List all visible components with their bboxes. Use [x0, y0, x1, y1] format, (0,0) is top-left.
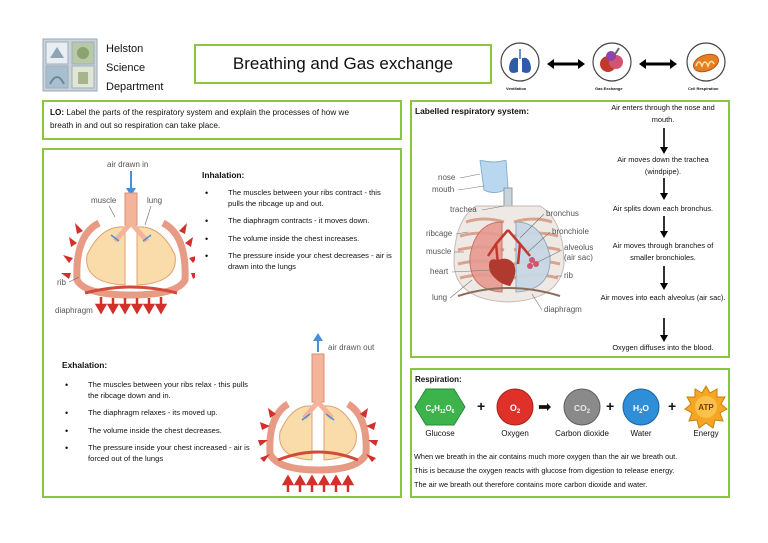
carbon-dioxide-label: Carbon dioxide [555, 429, 609, 438]
gas-exchange-label: Gas Exchange [595, 86, 623, 91]
inhalation-point-2: The diaphragm contracts - it moves down. [202, 216, 392, 227]
alveoli-icon [592, 42, 632, 82]
lo-text-1: Label the parts of the respiratory syste… [64, 108, 350, 117]
mitochondria-icon [686, 42, 726, 82]
plus-sign-3: + [668, 398, 677, 414]
inhalation-heading: Inhalation: [202, 170, 245, 180]
flow-step-4: Air moves through branches of smaller br… [612, 241, 714, 262]
respiration-text-3: The air we breath out therefore contains… [414, 480, 648, 489]
respiratory-system-box [410, 100, 730, 358]
inhalation-point-3: The volume inside the chest increases. [202, 234, 392, 245]
svg-text:C6H12O6: C6H12O6 [426, 404, 455, 415]
inhalation-air-label: air drawn in [107, 160, 148, 169]
plus-sign-2: + [606, 398, 615, 414]
label-heart: heart [430, 267, 449, 276]
water-label: Water [630, 429, 652, 438]
label-lung: lung [432, 293, 447, 302]
school-logo [42, 38, 98, 92]
inhalation-list: The muscles between your ribs contract -… [202, 188, 392, 279]
double-arrow-icon-2 [639, 56, 677, 74]
exhalation-point-4: The pressure inside your chest increased… [62, 443, 252, 464]
respiration-text-2: This is because the oxygen reacts with g… [414, 466, 675, 475]
label-rib: rib [564, 271, 573, 280]
svg-text:ATP: ATP [698, 403, 714, 412]
inhalation-point-1: The muscles between your ribs contract -… [202, 188, 392, 209]
lungs-icon [500, 42, 540, 82]
plus-sign-1: + [477, 398, 486, 414]
ventilation-label: Ventilation [506, 86, 527, 91]
inhalation-lung-label: lung [147, 196, 162, 205]
exhalation-point-2: The diaphragm relaxes - its moved up. [62, 408, 252, 419]
inhalation-rib-label: rib [57, 278, 66, 287]
department-name-1: Helston [106, 43, 144, 55]
oxygen-label: Oxygen [501, 429, 529, 438]
svg-text:H2O: H2O [633, 403, 649, 415]
label-trachea: trachea [450, 205, 477, 214]
exhalation-point-1: The muscles between your ribs relax - th… [62, 380, 252, 401]
respiration-box [410, 368, 730, 498]
down-arrow-icon [660, 128, 668, 159]
respiration-text-1: When we breath in the air contains much … [414, 452, 678, 461]
exhalation-point-3: The volume inside the chest decreases. [62, 426, 252, 437]
label-nose: nose [438, 173, 456, 182]
exhalation-diagram: air drawn out [258, 332, 398, 494]
page-title: Breathing and Gas exchange [232, 54, 454, 73]
down-arrow-icon [660, 318, 668, 347]
reaction-arrow: ➡ [538, 399, 552, 416]
down-arrow-icon [660, 178, 668, 205]
exhalation-air-label: air drawn out [328, 343, 375, 352]
energy-atp-icon: ATP [684, 384, 728, 434]
inhalation-diagram: air drawn in muscle lung rib [55, 155, 201, 315]
lo-prefix: LO: [50, 108, 65, 117]
exhalation-heading: Exhalation: [62, 360, 108, 370]
label-air-sac: (air sac) [564, 253, 593, 262]
svg-text:CO2: CO2 [574, 403, 591, 415]
energy-label: Energy [693, 429, 719, 438]
label-diaphragm: diaphragm [544, 305, 582, 314]
water-icon: H2O [622, 388, 660, 431]
respiration-explanation: When we breath in the air contains much … [414, 450, 726, 492]
inhalation-muscle-label: muscle [91, 196, 117, 205]
inhalation-diaphragm-label: diaphragm [55, 306, 93, 315]
flow-step-2: Air moves down the trachea (windpipe). [617, 155, 709, 176]
glucose-icon: C6H12O6 [414, 388, 466, 431]
respiration-heading: Respiration: [415, 375, 462, 384]
respiratory-system-diagram: nose mouth trachea ribcage muscle heart … [414, 159, 604, 320]
lo-text-2: breath in and out so respiration can tak… [50, 121, 221, 130]
label-alveolus: alveolus [564, 243, 593, 252]
flow-step-3: Air splits down each bronchus. [612, 204, 714, 213]
svg-text:O2: O2 [510, 403, 521, 415]
carbon-dioxide-icon: CO2 [563, 388, 601, 431]
glucose-label: Glucose [425, 429, 455, 438]
double-arrow-icon [547, 56, 585, 74]
department-name-2: Science [106, 62, 146, 74]
label-bronchus: bronchus [546, 209, 579, 218]
title-box: Breathing and Gas exchange [194, 44, 492, 84]
flow-step-6: Oxygen diffuses into the blood. [612, 343, 714, 352]
exhalation-list: The muscles between your ribs relax - th… [62, 380, 252, 471]
flow-step-1: Air enters through the nose and mouth. [611, 103, 715, 124]
respiratory-system-heading: Labelled respiratory system: [415, 106, 530, 116]
department-name-3: Department [106, 81, 164, 93]
label-mouth: mouth [432, 185, 454, 194]
label-bronchiole: bronchiole [552, 227, 589, 236]
inhalation-point-4: The pressure inside your chest decreases… [202, 251, 392, 272]
flow-step-5: Air moves into each alveolus (air sac). [600, 293, 726, 302]
down-arrow-icon [660, 216, 668, 243]
oxygen-icon: O2 [496, 388, 534, 431]
label-muscle: muscle [426, 247, 452, 256]
cell-respiration-label: Cell Respiration [688, 86, 719, 91]
down-arrow-icon [660, 266, 668, 295]
label-ribcage: ribcage [426, 229, 453, 238]
learning-objective-box: LO: Label the parts of the respiratory s… [42, 100, 402, 140]
